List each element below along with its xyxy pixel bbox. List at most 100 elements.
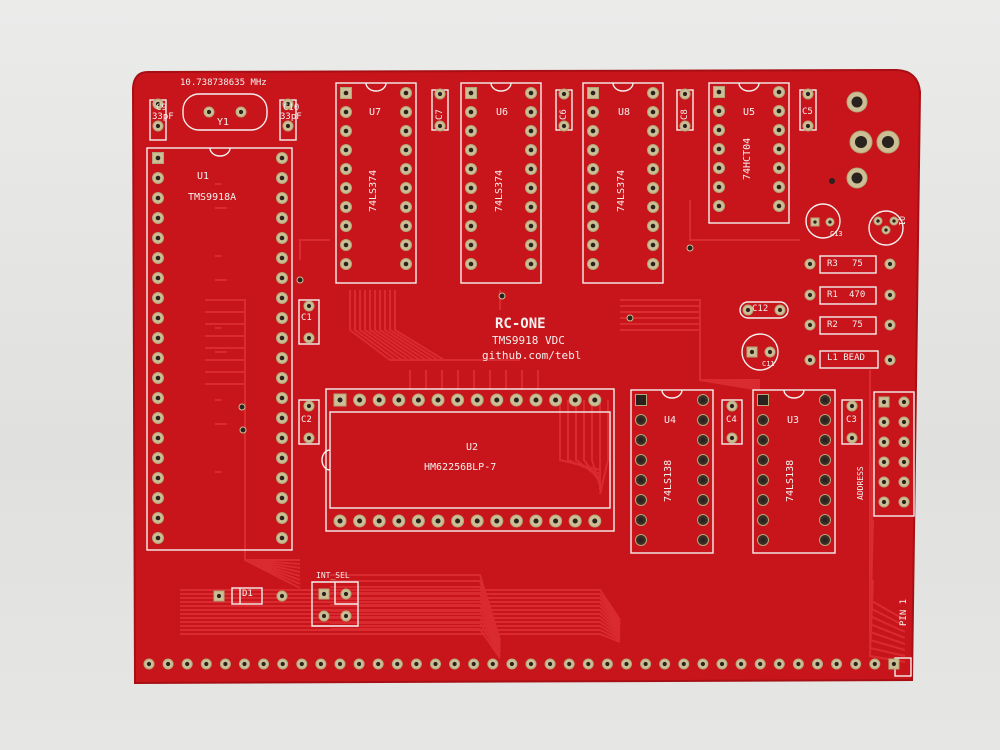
drill-hole xyxy=(590,90,596,96)
drill-hole xyxy=(807,322,813,328)
drill-hole xyxy=(586,661,591,667)
u2-label: U2 xyxy=(466,442,479,453)
drill-hole xyxy=(758,661,763,667)
drill-hole xyxy=(528,90,534,96)
u8-part-label: 74LS374 xyxy=(616,169,627,212)
u5-part-label: 74HCT04 xyxy=(742,137,753,180)
trace xyxy=(180,601,621,627)
drill-hole xyxy=(624,661,629,667)
connector-hole xyxy=(854,135,868,149)
drill-hole xyxy=(776,203,782,209)
u6-label: U6 xyxy=(496,107,509,118)
drill-hole xyxy=(887,292,893,298)
drill-hole xyxy=(716,146,722,152)
drill-hole xyxy=(238,109,244,115)
c12-outline xyxy=(739,301,789,319)
drill-hole xyxy=(638,397,644,403)
drill-hole xyxy=(553,518,559,524)
u2-part-label: HM62256BLP-7 xyxy=(424,462,497,473)
address-label: ADDRESS xyxy=(856,466,865,500)
u3-label: U3 xyxy=(787,415,800,426)
drill-hole xyxy=(876,219,880,223)
drill-hole xyxy=(567,661,572,667)
drill-hole xyxy=(716,127,722,133)
drill-hole xyxy=(828,220,832,224)
u4-outline xyxy=(630,389,714,554)
drill-hole xyxy=(776,165,782,171)
drill-hole xyxy=(279,375,285,381)
drill-hole xyxy=(403,185,409,191)
drill-hole xyxy=(343,128,349,134)
drill-hole xyxy=(279,235,285,241)
drill-hole xyxy=(716,108,722,114)
drill-hole xyxy=(279,395,285,401)
u6-part-label: 74LS374 xyxy=(494,169,505,212)
q1-label: Q1 xyxy=(897,216,906,226)
resistor-outline-1 xyxy=(819,286,877,305)
drill-hole xyxy=(776,127,782,133)
drill-hole xyxy=(590,109,596,115)
drill-hole xyxy=(638,537,644,543)
drill-hole xyxy=(155,535,161,541)
drill-hole xyxy=(605,661,610,667)
drill-hole xyxy=(643,661,648,667)
u8-label: U8 xyxy=(618,107,631,118)
c13-label: C13 xyxy=(830,230,843,238)
drill-hole xyxy=(343,223,349,229)
drill-hole xyxy=(415,518,421,524)
c9-label: C9 xyxy=(156,103,167,113)
drill-hole xyxy=(403,166,409,172)
through-hole-pads xyxy=(143,86,910,670)
drill-hole xyxy=(638,457,644,463)
c2-outline xyxy=(298,399,320,445)
drill-hole xyxy=(455,397,461,403)
drill-hole xyxy=(822,457,828,463)
r2-label: R2 xyxy=(827,320,838,330)
drill-hole xyxy=(760,537,766,543)
drill-hole xyxy=(343,185,349,191)
drill-hole xyxy=(155,495,161,501)
drill-hole xyxy=(592,518,598,524)
drill-hole xyxy=(650,242,656,248)
drill-hole xyxy=(403,223,409,229)
drill-hole xyxy=(279,495,285,501)
l1-outline xyxy=(819,350,879,369)
drill-hole xyxy=(468,90,474,96)
drill-hole xyxy=(528,242,534,248)
c11-label: C11 xyxy=(762,360,775,368)
u1-part-label: TMS9918A xyxy=(188,192,237,203)
drill-hole xyxy=(206,109,212,115)
drill-hole xyxy=(881,399,887,405)
drill-hole xyxy=(853,661,858,667)
drill-hole xyxy=(760,517,766,523)
drill-hole xyxy=(357,397,363,403)
drill-hole xyxy=(849,403,855,409)
drill-hole xyxy=(528,204,534,210)
u7-outline xyxy=(335,82,417,284)
drill-hole xyxy=(822,497,828,503)
u8-notch xyxy=(612,82,634,92)
drill-hole xyxy=(881,479,887,485)
drill-hole xyxy=(285,101,291,107)
drill-hole xyxy=(471,661,476,667)
drill-hole xyxy=(261,661,266,667)
c11-outline xyxy=(741,333,779,371)
trace xyxy=(330,586,501,645)
trace xyxy=(330,610,501,653)
drill-hole xyxy=(700,457,706,463)
connector-hole xyxy=(851,96,863,108)
drill-hole xyxy=(662,661,667,667)
r3-label: R3 xyxy=(827,259,838,269)
drill-hole xyxy=(468,223,474,229)
drill-hole xyxy=(376,661,381,667)
drill-hole xyxy=(700,517,706,523)
pin1-label: PIN 1 xyxy=(899,598,909,626)
drill-hole xyxy=(745,307,751,313)
drill-hole xyxy=(682,123,688,129)
r1-value-label: 470 xyxy=(849,290,866,300)
drill-hole xyxy=(155,295,161,301)
via xyxy=(296,276,304,284)
drill-hole xyxy=(901,479,907,485)
drill-hole xyxy=(777,661,782,667)
